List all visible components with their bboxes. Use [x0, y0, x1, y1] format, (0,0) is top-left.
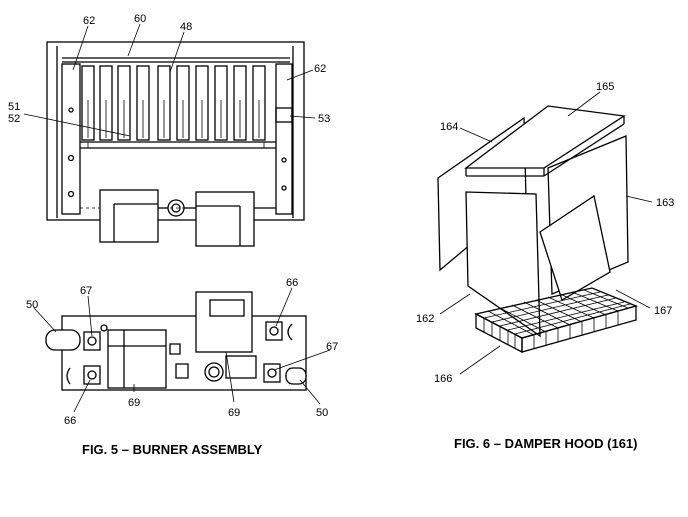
callout-leaders-top — [23, 23, 316, 137]
callout-52: 52 — [8, 113, 20, 125]
fig6-caption: FIG. 6 – DAMPER HOOD (161) — [454, 436, 637, 451]
callout-69-right: 69 — [228, 407, 240, 419]
callout-69-left: 69 — [128, 397, 140, 409]
callout-numbers-fig6: 165 164 163 162 167 166 — [416, 81, 674, 385]
callout-numbers-fig5: 62 60 48 62 51 52 53 50 67 66 67 66 69 6… — [8, 13, 338, 427]
callout-167: 167 — [654, 305, 672, 317]
callout-66-left: 66 — [64, 415, 76, 427]
callout-165: 165 — [596, 81, 614, 93]
burner-assembly-side-view — [45, 291, 307, 391]
callout-leaders-fig6 — [439, 91, 653, 375]
callout-50-left: 50 — [26, 299, 38, 311]
burner-tubes — [81, 65, 266, 141]
burner-assembly-top-view — [46, 41, 305, 247]
callout-162: 162 — [416, 313, 434, 325]
callout-50-right: 50 — [316, 407, 328, 419]
callout-leaders-side — [33, 287, 331, 413]
callout-62-right: 62 — [314, 63, 326, 75]
callout-67-right: 67 — [326, 341, 338, 353]
callout-48: 48 — [180, 21, 192, 33]
callout-60: 60 — [134, 13, 146, 25]
callout-62-top-left: 62 — [83, 15, 95, 27]
fig5-caption: FIG. 5 – BURNER ASSEMBLY — [82, 442, 263, 457]
damper-hood-drawing — [437, 105, 638, 354]
callout-164: 164 — [440, 121, 458, 133]
callout-53: 53 — [318, 113, 330, 125]
callout-67-left: 67 — [80, 285, 92, 297]
callout-66-right: 66 — [286, 277, 298, 289]
callout-166: 166 — [434, 373, 452, 385]
grille — [474, 287, 638, 354]
callout-163: 163 — [656, 197, 674, 209]
callout-51: 51 — [8, 101, 20, 113]
